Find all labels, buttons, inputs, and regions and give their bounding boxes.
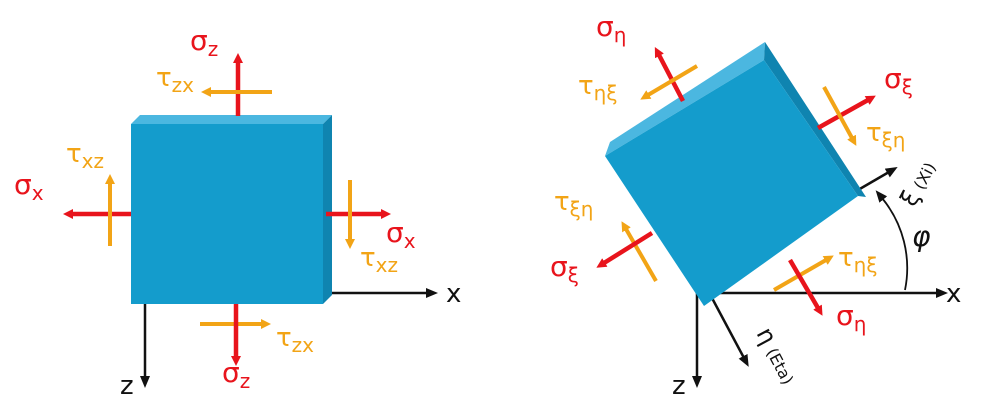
left-sigma-z-top-label: σz	[190, 24, 218, 61]
right-sigma-xi-right-arrow	[816, 95, 876, 130]
right-tau-xieta-left-arrow	[621, 221, 658, 282]
left-tau-zx-bottom-label: τzx	[276, 323, 314, 357]
left-sigma-x-right-label: σx	[386, 216, 416, 253]
right-sigma-xi-left-label: σξ	[550, 250, 579, 287]
right-sigma-eta-top-label: ση	[596, 10, 626, 47]
right-block-front-face	[605, 60, 858, 306]
left-sigma-z-bottom-label: σz	[222, 356, 250, 393]
right-angle-arc	[875, 190, 909, 291]
right-tau-etaxi-top-label: τηξ	[578, 71, 617, 105]
right-eta-axis-label: η(Eta)	[751, 323, 804, 389]
right-tau-etaxi-bottom-label: τηξ	[838, 243, 877, 277]
right-sigma-eta-bottom-label: ση	[836, 299, 866, 336]
right-sigma-xi-left-arrow	[596, 231, 654, 268]
right-element: ση τηξ σξ τξη τξη σξ τηξ ση x z φ ξ(Xi) …	[550, 10, 961, 401]
left-z-axis-label: z	[120, 371, 134, 401]
right-tau-xieta-left-label: τξη	[554, 187, 593, 221]
right-block-side-face	[764, 42, 866, 197]
right-eta-axis	[710, 297, 749, 367]
right-x-axis-label: x	[946, 279, 961, 309]
left-x-axis-label: x	[446, 279, 461, 309]
left-tau-zx-top-label: τzx	[156, 63, 194, 97]
right-sigma-xi-right-label: σξ	[884, 62, 913, 99]
right-angle-label: φ	[912, 220, 931, 253]
right-tau-etaxi-top-arrow	[640, 64, 699, 100]
left-element: σz τzx τxz σx σx τxz τzx σz x z	[14, 24, 461, 401]
left-block-top-face	[131, 115, 332, 124]
left-tau-xz-right-label: τxz	[360, 243, 398, 277]
left-tau-xz-left-label: τxz	[66, 139, 104, 173]
right-sigma-eta-bottom-arrow	[788, 258, 823, 316]
right-z-axis-label: z	[672, 371, 686, 401]
left-block-side-face	[323, 115, 332, 304]
right-block-top-face	[605, 42, 765, 156]
left-sigma-x-left-label: σx	[14, 168, 44, 205]
right-tau-xieta-right-label: τξη	[866, 118, 905, 152]
right-tau-xieta-right-arrow	[822, 86, 857, 146]
left-block-front-face	[131, 124, 323, 304]
right-xi-axis-label: ξ(Xi)	[895, 156, 942, 211]
right-sigma-eta-top-arrow	[654, 47, 685, 103]
right-xi-axis	[857, 166, 898, 192]
